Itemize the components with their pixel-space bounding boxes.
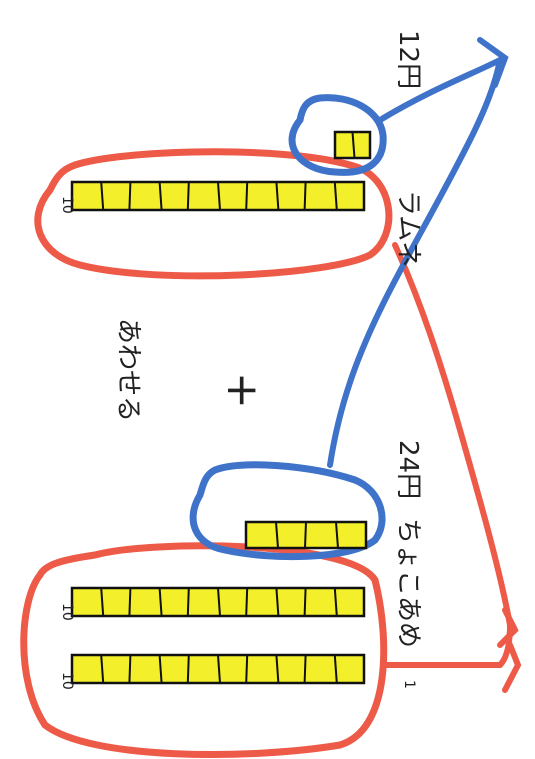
plus-sign: + — [217, 372, 268, 409]
red-loop-chocolate-tens — [24, 546, 384, 755]
tens-label-left: 10 — [59, 672, 75, 690]
tens-label-top: 10 — [59, 196, 75, 214]
tens-bars-group — [72, 182, 364, 683]
chocolate-tens-2-divider — [246, 588, 247, 616]
chocolate-ones — [246, 522, 366, 548]
ramune-price: 12円 — [393, 30, 423, 89]
ramune-text: ラムネ — [393, 190, 423, 267]
ramune-tens-1-divider — [129, 182, 130, 210]
chocolate-tens-1-divider — [246, 655, 247, 683]
chocolate-tens-1-divider — [305, 655, 306, 683]
ramune-tens-1-divider — [188, 182, 189, 210]
ramune-tens-1-divider — [305, 182, 306, 210]
chocolate-tens-1 — [72, 655, 364, 683]
ramune-ones — [335, 132, 370, 158]
chocolate-text: ちょこあめ — [393, 518, 423, 648]
ones-label-left: 1 — [401, 680, 417, 689]
chocolate-tens-2-divider — [188, 588, 189, 616]
chocolate-tens-2 — [72, 588, 364, 616]
chocolate-tens-2-divider — [305, 588, 306, 616]
chocolate-tens-1-divider — [188, 655, 189, 683]
tens-label-mid: 10 — [59, 603, 75, 621]
ramune-tens-1-divider — [246, 182, 247, 210]
chocolate-price: 24円 — [393, 440, 423, 499]
chocolate-tens-1-divider — [129, 655, 130, 683]
ramune-tens-1 — [72, 182, 364, 210]
combine-text: あわせる — [113, 318, 143, 422]
chocolate-ones-divider — [305, 522, 306, 548]
chocolate-tens-2-divider — [129, 588, 130, 616]
